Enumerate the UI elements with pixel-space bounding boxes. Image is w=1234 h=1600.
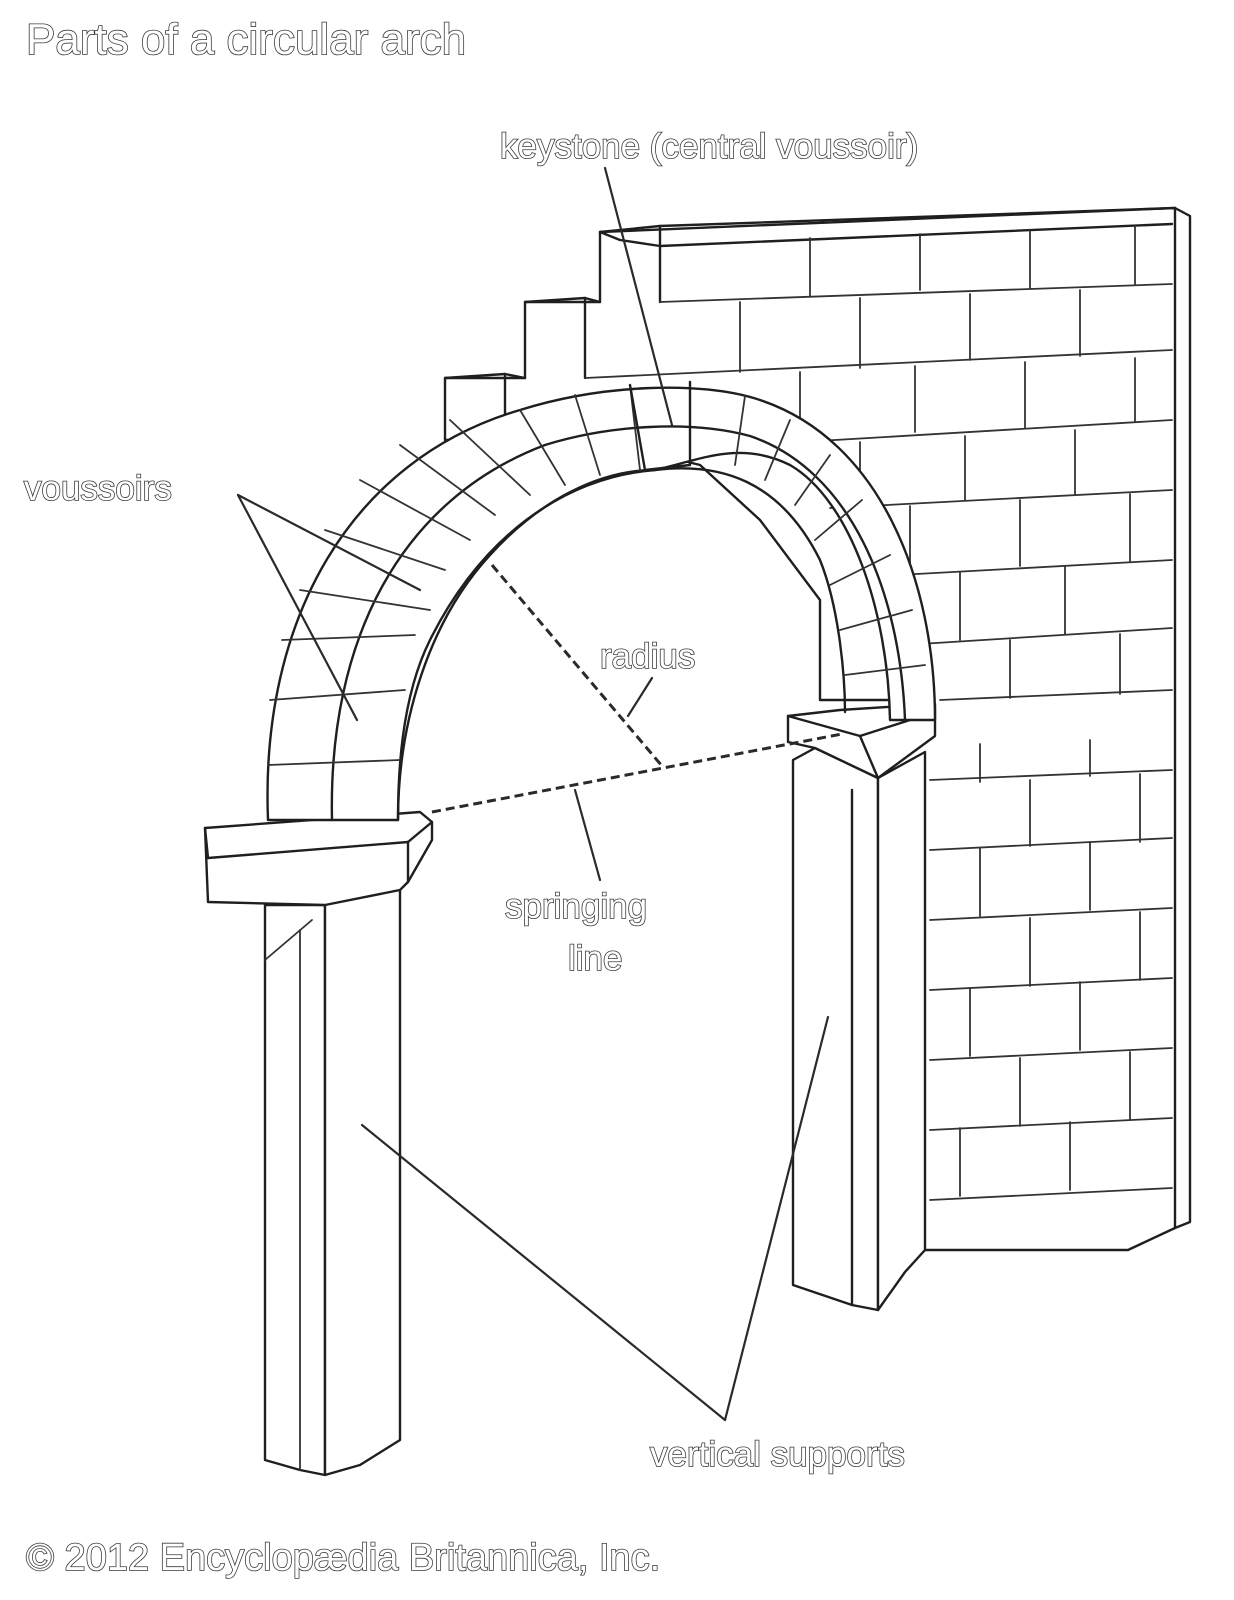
voussoirs-label: voussoirs — [24, 469, 172, 508]
springing-line — [432, 734, 842, 812]
copyright-notice: © 2012 Encyclopædia Britannica, Inc. — [26, 1537, 660, 1579]
left-vertical-support — [205, 812, 432, 1475]
diagram-title: Parts of a circular arch — [26, 15, 466, 64]
left-impost — [205, 812, 432, 905]
radius-label: radius — [600, 637, 695, 676]
springing-line-label-2: line — [568, 939, 622, 978]
keystone-label: keystone (central voussoir) — [500, 127, 918, 166]
right-vertical-support — [788, 704, 935, 1310]
springing-line-label-1: springing — [505, 887, 647, 926]
vertical-supports-label: vertical supports — [650, 1435, 905, 1474]
